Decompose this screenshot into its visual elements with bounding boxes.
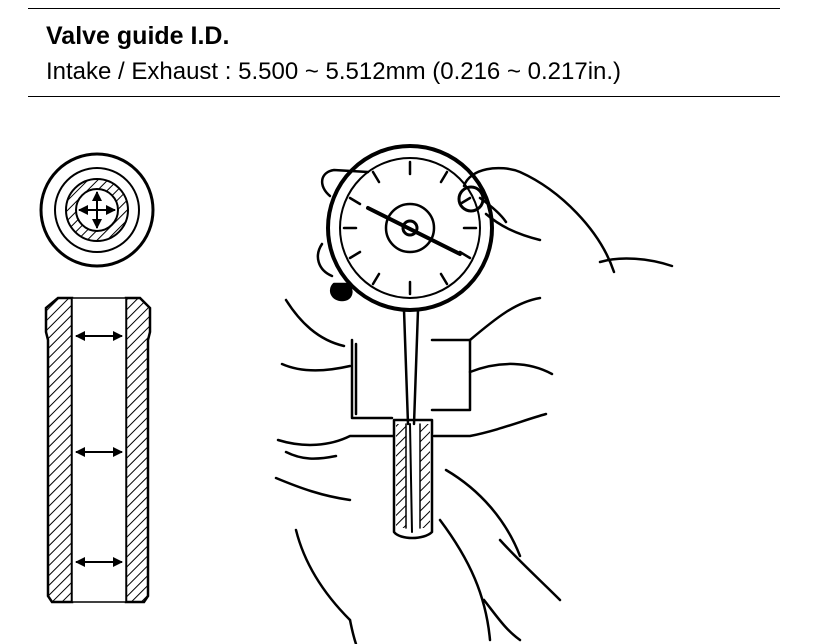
top-rule [28, 8, 780, 9]
spec-title: Valve guide I.D. [46, 22, 230, 50]
dial-bore-gauge-in-valve-guide [274, 144, 674, 644]
valve-guide-end-view [39, 152, 155, 268]
valve-guide-cross-section [44, 296, 152, 604]
spec-value: Intake / Exhaust : 5.500 ~ 5.512mm (0.21… [46, 58, 622, 85]
spec-header: Valve guide I.D. Intake / Exhaust : 5.50… [28, 8, 780, 97]
bottom-rule [28, 96, 780, 97]
